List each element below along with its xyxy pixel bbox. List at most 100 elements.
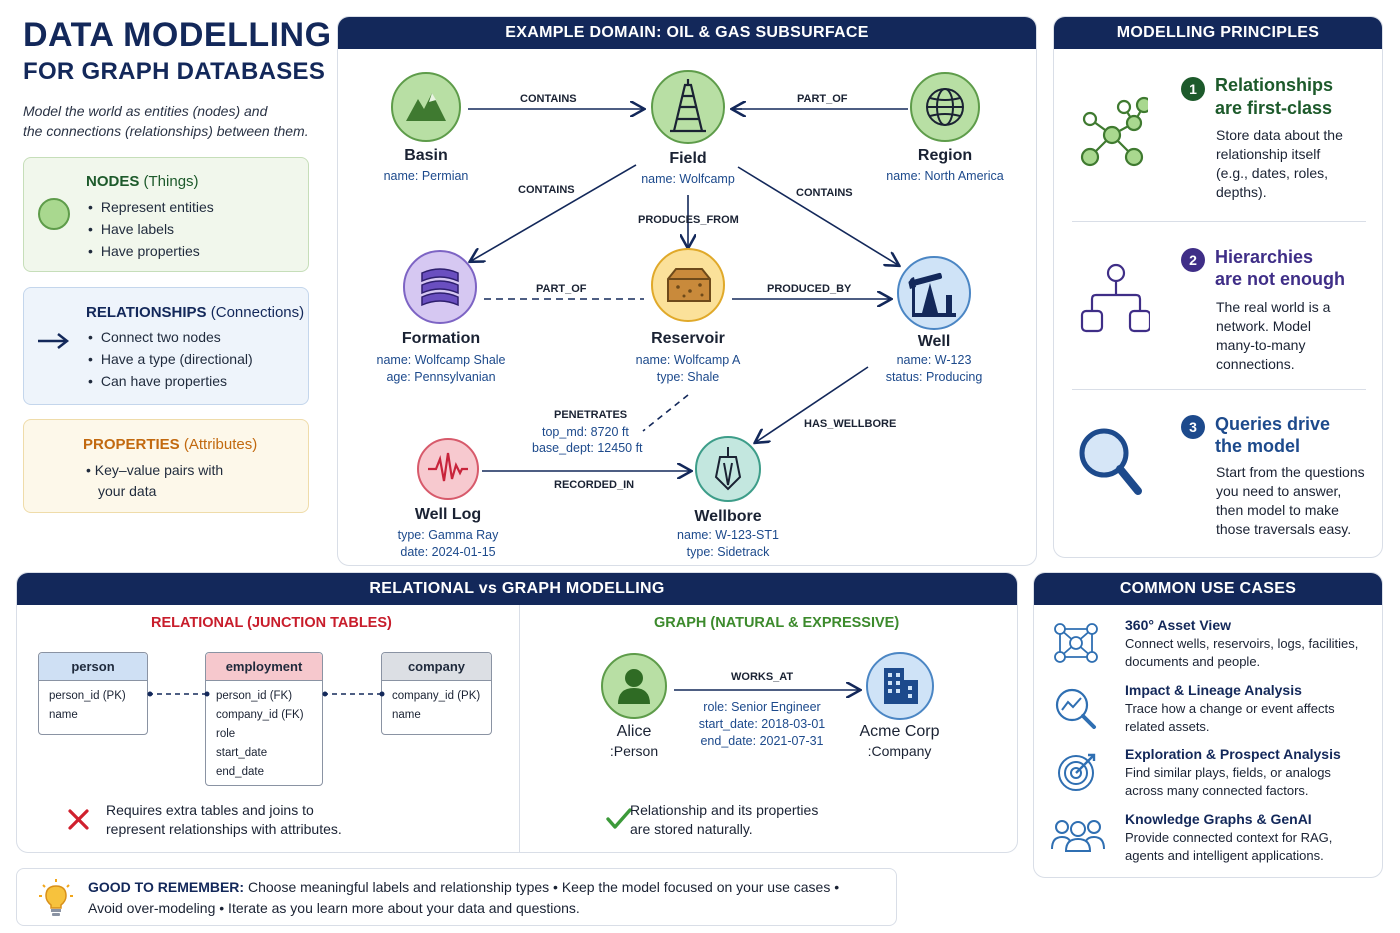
principle-title: Queries drive: [1215, 414, 1331, 434]
check-icon: [606, 808, 632, 829]
field-node: [651, 70, 725, 144]
principle-title: Hierarchies: [1215, 247, 1314, 267]
pumpjack-icon: [908, 272, 956, 317]
well-name: Well: [917, 333, 951, 350]
network-icon: [1054, 623, 1098, 663]
basin-node: [391, 72, 461, 142]
well-node: [897, 256, 971, 330]
reservoir-prop: type: Shale: [656, 370, 720, 384]
field-name: Field: [669, 150, 707, 167]
acme-node: [866, 652, 934, 720]
domain-panel: EXAMPLE DOMAIN: OIL & GAS SUBSURFACE: [337, 16, 1037, 566]
trend-magnifier-icon: [1055, 688, 1096, 729]
principle-title: the model: [1215, 436, 1301, 456]
edge-label-contains: CONTAINS: [520, 93, 577, 105]
edge-contains-field-well: [737, 166, 898, 265]
edge-contains-field-formation: [471, 164, 637, 261]
company-table: company company_id (PK)name: [381, 652, 492, 735]
formation-prop: age: Pennsylvanian: [386, 370, 496, 384]
intro-line-1: Model the world as entities (nodes) and: [23, 103, 268, 119]
use-case-title: Exploration & Prospect Analysis: [1125, 746, 1341, 762]
basin-name: Basin: [404, 147, 448, 164]
domain-graph: [391, 70, 980, 502]
employment-table: employment person_id (FK)company_id (FK)…: [205, 652, 323, 786]
works-at-props: role: Senior Engineer start_date: 2018-0…: [698, 700, 826, 748]
wellbore-prop: type: Sidetrack: [686, 545, 770, 559]
comparison-panel: RELATIONAL vs GRAPH MODELLING RELATIONAL…: [16, 572, 1018, 853]
domain-panel-title: EXAMPLE DOMAIN: OIL & GAS SUBSURFACE: [338, 17, 1036, 49]
legend-relationships-title: RELATIONSHIPS (Connections): [86, 304, 305, 321]
edge-label-penetrates: PENETRATES: [554, 409, 628, 421]
reservoir-prop: name: Wolfcamp A: [635, 353, 741, 367]
edge-label-contains: CONTAINS: [518, 184, 575, 196]
principle-number: 1: [1181, 77, 1205, 101]
wellbore-node: [695, 436, 761, 502]
lightbulb-icon: [39, 879, 73, 916]
alice-node: [601, 653, 667, 719]
reservoir-node: [651, 248, 725, 322]
welllog-name: Well Log: [414, 506, 482, 523]
wellbore-prop: name: W-123-ST1: [677, 528, 779, 542]
edge-label-produced-by: PRODUCED_BY: [767, 283, 852, 295]
edge-label-part-of: PART_OF: [536, 283, 587, 295]
legend-item: Have properties: [88, 240, 214, 262]
edge-label-contains: CONTAINS: [796, 187, 853, 199]
drill-bit-icon: [714, 447, 742, 491]
edge-label-part-of: PART_OF: [797, 93, 848, 105]
use-cases-title: COMMON USE CASES: [1034, 573, 1382, 605]
wellbore-name: Wellbore: [694, 508, 762, 525]
legend-relationships: RELATIONSHIPS (Connections) Connect two …: [23, 287, 309, 405]
node-circle-icon: [38, 198, 70, 230]
edge-part-of-arrow-left: [731, 102, 742, 116]
edge-penetrates: [642, 394, 689, 432]
well-prop: status: Producing: [885, 370, 983, 384]
tip-box: GOOD TO REMEMBER: Choose meaningful labe…: [16, 868, 897, 926]
building-icon: [884, 668, 918, 704]
person-table: person person_id (PK)name: [38, 652, 148, 735]
graph-example: [601, 652, 934, 829]
table-rows: person_id (PK)name: [49, 690, 126, 721]
legend-item: Connect two nodes: [88, 326, 253, 348]
formation-name: Formation: [401, 330, 481, 347]
principles-panel: MODELLING PRINCIPLES 1 Relationships are…: [1053, 16, 1383, 558]
rock-icon: [667, 268, 711, 302]
table-links: [68, 691, 385, 830]
well-prop: name: W-123: [896, 353, 972, 367]
table-header: employment: [206, 653, 322, 681]
hierarchy-icon: [1080, 263, 1150, 333]
legend-item: Represent entities: [88, 196, 214, 218]
legend-properties-title: PROPERTIES (Attributes): [83, 436, 258, 453]
alice-name: Alice: [616, 723, 652, 740]
table-header: person: [39, 653, 147, 681]
formation-node: [403, 250, 477, 324]
graph-nodes-icon: [1080, 96, 1148, 167]
table-header: company: [382, 653, 491, 681]
target-icon: [1058, 753, 1096, 791]
table-rows: company_id (PK)name: [392, 690, 481, 721]
oil-derrick-icon: [670, 79, 706, 133]
welllog-prop: date: 2024-01-15: [400, 545, 496, 559]
edge-prop-base-dept: base_dept: 12450 ft: [532, 441, 643, 455]
globe-icon: [926, 88, 964, 126]
legend-item: Have a type (directional): [88, 348, 253, 370]
region-name: Region: [917, 147, 973, 164]
people-icon: [1051, 820, 1105, 852]
acme-name: Acme Corp: [859, 723, 940, 740]
alice-label: :Person: [609, 743, 659, 759]
edge-label-works-at: WORKS_AT: [731, 671, 794, 683]
use-cases-panel: COMMON USE CASES 360° Asset View Connect…: [1033, 572, 1383, 878]
page-title: DATA MODELLING: [23, 16, 332, 54]
region-prop: name: North America: [886, 169, 1004, 183]
field-prop: name: Wolfcamp: [641, 172, 735, 186]
divider: [1072, 221, 1366, 222]
principle-title: are not enough: [1215, 269, 1345, 289]
tip-line-1: GOOD TO REMEMBER: Choose meaningful labe…: [88, 879, 840, 895]
principle-number: 2: [1181, 248, 1205, 272]
